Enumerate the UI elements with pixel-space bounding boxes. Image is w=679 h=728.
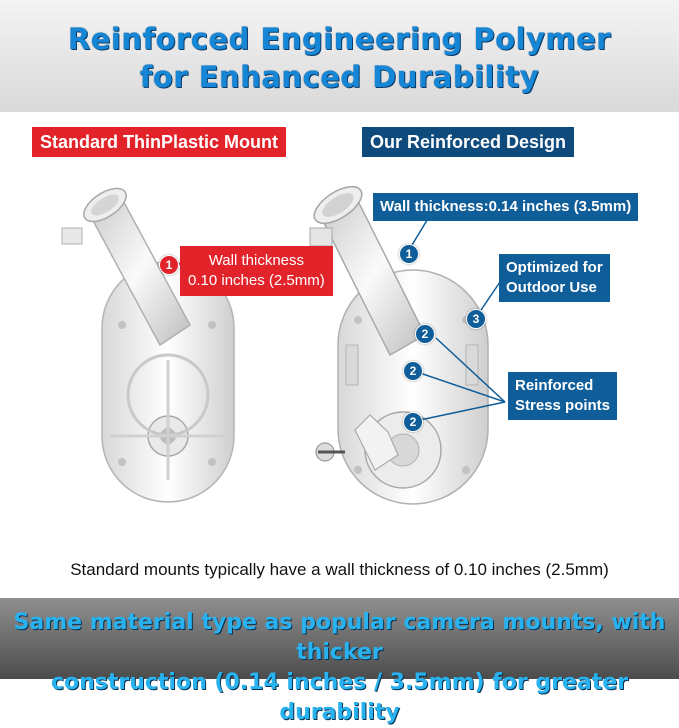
outdoor-use-line-1: Optimized for [506,259,603,276]
outdoor-use-line-2: Outdoor Use [506,279,597,296]
comparison-caption: Standard mounts typically have a wall th… [70,560,609,579]
header-band [0,0,679,112]
marker-2-c: 2 [403,412,423,432]
outdoor-use-callout: Optimized for Outdoor Use [499,254,610,302]
standard-mount-image [61,187,235,503]
headline-line-1: Reinforced Engineering Polymer [67,22,612,56]
reinforced-design-badge: Our Reinforced Design [362,127,575,157]
thick-wall-callout: Wall thickness:0.14 inches (3.5mm) [373,193,639,221]
marker-1-red: 1 [159,255,179,275]
footer-band [0,598,679,679]
reinforced-mount-image [309,185,489,505]
thin-wall-label: Wall thickness [208,252,305,269]
footer-text: Same material type as popular camera mou… [0,608,679,728]
stress-points-line-2: Stress points [515,397,611,414]
stress-points-callout: Reinforced Stress points [508,372,618,420]
marker-2-b: 2 [403,361,423,381]
leader-lines [411,211,506,421]
stress-points-line-1: Reinforced [515,377,594,394]
mount-illustrations [61,185,506,505]
marker-1-blue: 1 [399,244,419,264]
footer-line-1: Same material type as popular camera mou… [13,610,666,665]
headline: Reinforced Engineering Polymer for Enhan… [0,20,679,96]
marker-2-a: 2 [415,324,435,344]
marker-3: 3 [466,309,486,329]
headline-line-2: for Enhanced Durability [139,60,540,94]
thin-wall-value: 0.10 inches (2.5mm) [188,272,325,289]
thin-wall-callout: Wall thickness 0.10 inches (2.5mm) [180,246,333,296]
standard-mount-badge: Standard ThinPlastic Mount [32,127,287,157]
footer-line-2: construction (0.14 inches / 3.5mm) for g… [50,670,629,725]
